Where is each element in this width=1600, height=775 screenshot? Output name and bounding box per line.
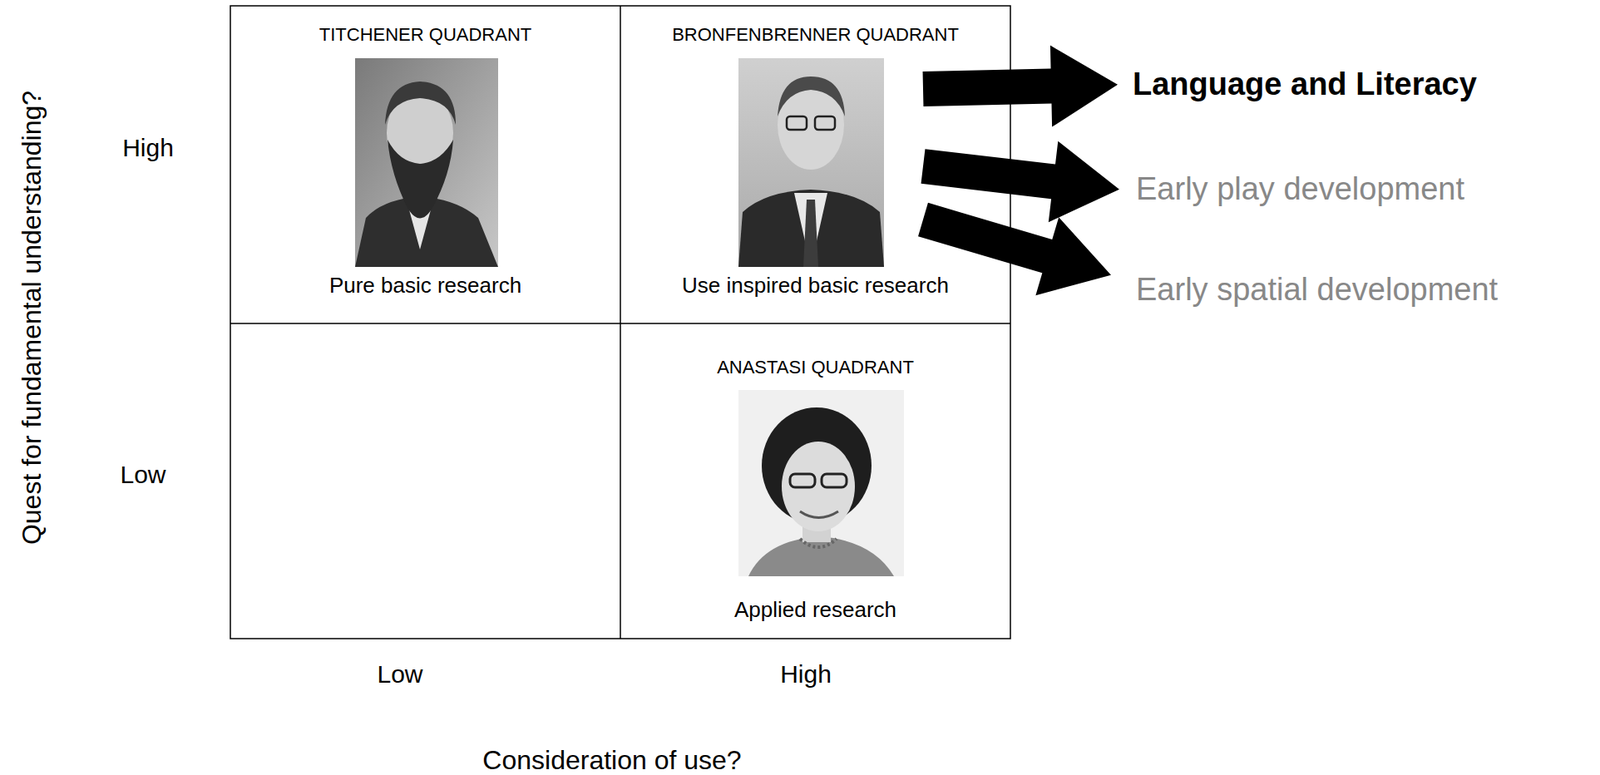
outcome-node: Early spatial development xyxy=(1135,271,1498,309)
quadrant: BRONFENBRENNER QUADRANT Use inspired basi… xyxy=(620,5,1011,324)
outcome-node: Early play development xyxy=(1135,171,1465,208)
quadrant-heading: TITCHENER QUADRANT xyxy=(230,24,621,45)
photo-ground xyxy=(738,390,904,577)
beard xyxy=(387,139,454,219)
outcome-label: Language and Literacy xyxy=(1132,66,1477,104)
outcome-label: Early spatial development xyxy=(1135,271,1498,309)
photo-ground xyxy=(738,58,884,267)
grid-line xyxy=(619,5,622,639)
axis-label: Quest for fundamental understanding? xyxy=(16,90,48,545)
quadrant: TITCHENER QUADRANT Pure basic research xyxy=(230,5,621,324)
quadrant-heading: ANASTASI QUADRANT xyxy=(620,356,1011,378)
face xyxy=(781,441,855,532)
outcome-node: Language and Literacy xyxy=(1132,66,1477,104)
tie xyxy=(803,199,819,267)
hair xyxy=(385,81,456,125)
portrait-photo xyxy=(738,58,884,267)
necklace xyxy=(800,538,837,548)
quadrant-heading: BRONFENBRENNER QUADRANT xyxy=(620,24,1011,45)
shirt xyxy=(794,192,828,267)
block-arrow xyxy=(923,45,1118,128)
suit xyxy=(738,189,884,267)
hair xyxy=(777,76,845,117)
quadrant-caption: Pure basic research xyxy=(230,273,621,299)
grid-line xyxy=(230,322,1011,325)
axis-label: High xyxy=(780,660,832,690)
quadrant-caption: Use inspired basic research xyxy=(620,273,1011,299)
axis-label: Low xyxy=(376,660,423,690)
axis-label: Low xyxy=(119,460,166,490)
axis-label: High xyxy=(122,133,174,163)
smile xyxy=(800,511,839,519)
photo-ground xyxy=(355,58,499,267)
outcome-label: Early play development xyxy=(1135,171,1465,208)
glasses xyxy=(821,474,847,488)
quadrant-caption: Applied research xyxy=(620,597,1011,623)
quadrant: ANASTASI QUADRANT Applied research xyxy=(620,323,1011,639)
quadrant-grid xyxy=(230,5,1011,639)
glasses xyxy=(790,474,815,488)
portrait-photo xyxy=(355,58,499,267)
dress xyxy=(748,536,894,577)
glasses xyxy=(814,116,835,130)
glasses xyxy=(786,116,807,130)
axis-label: Consideration of use? xyxy=(482,745,741,775)
portrait-photo xyxy=(738,390,904,577)
